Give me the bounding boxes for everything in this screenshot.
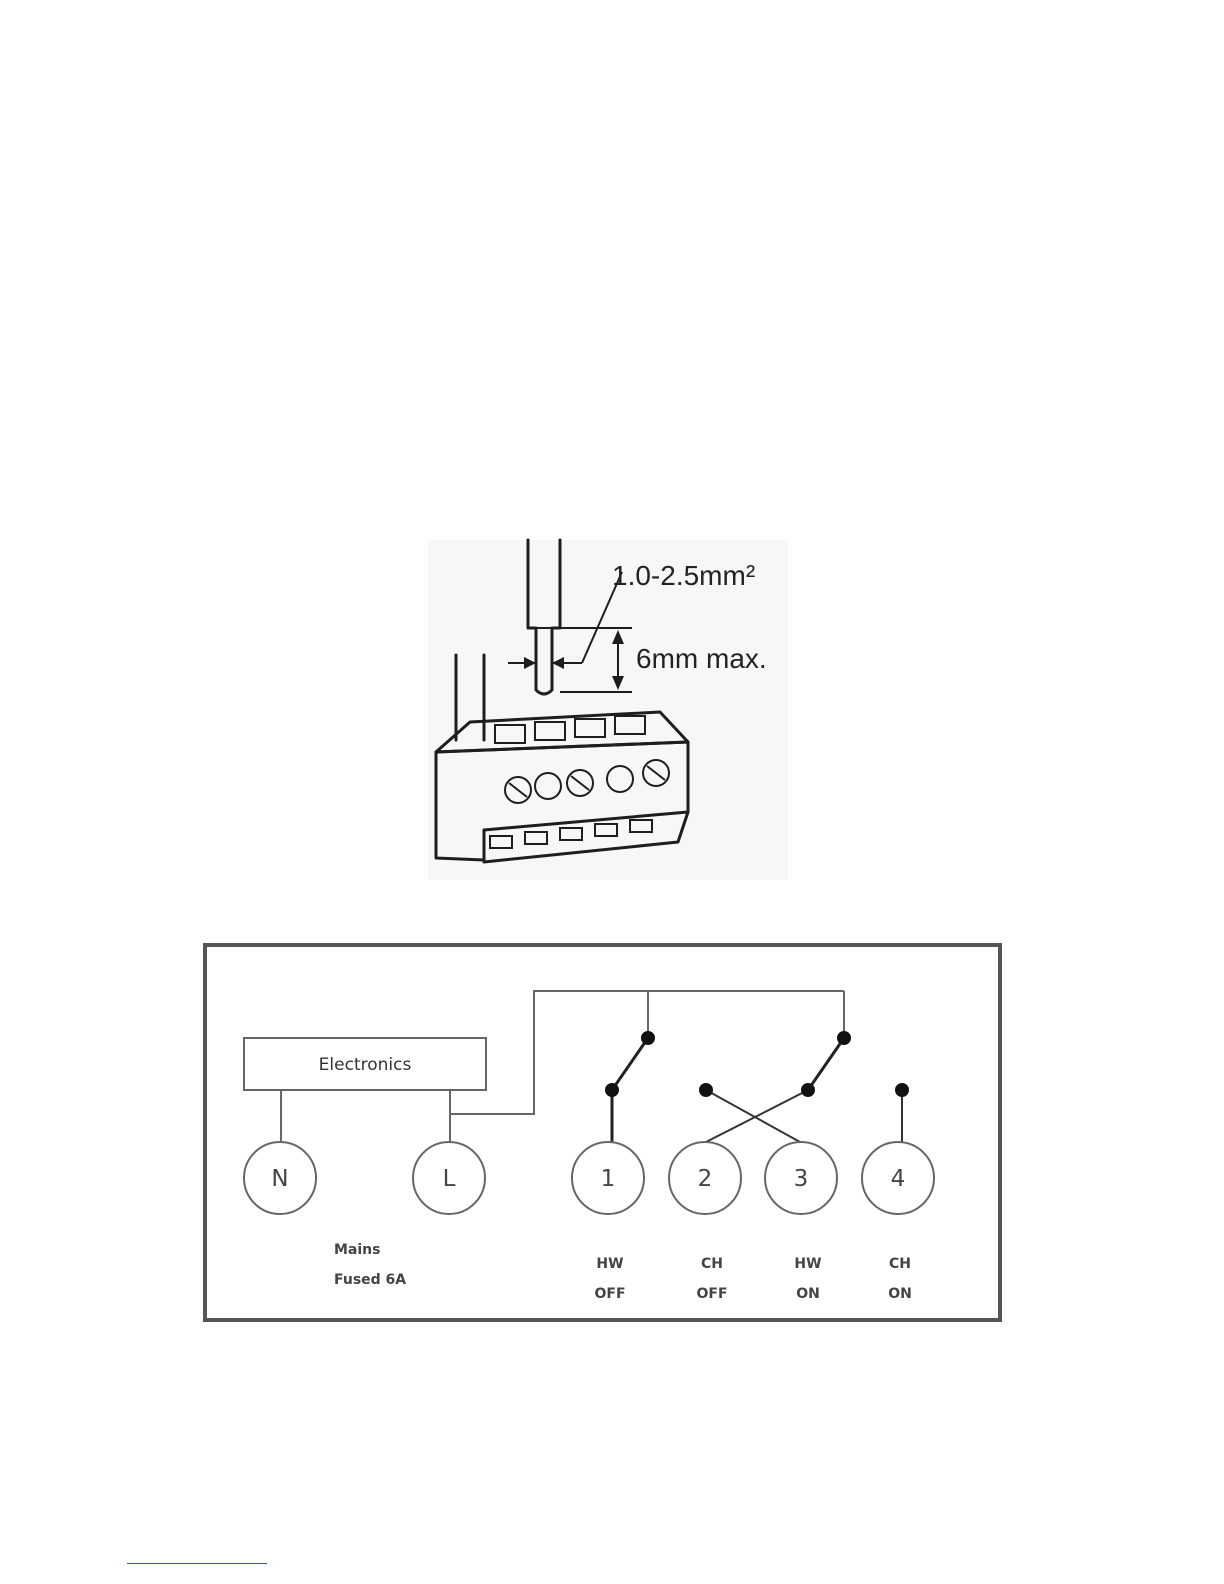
schematic-frame: [205, 945, 1000, 1320]
fused-label: Fused 6A: [334, 1272, 406, 1288]
electronics-box: [244, 1038, 486, 1090]
terminal-3: 3: [765, 1142, 837, 1214]
svg-text:3: 3: [794, 1166, 809, 1192]
electronics-label: Electronics: [319, 1055, 412, 1075]
terminal-N: N: [244, 1142, 316, 1214]
footnote-rule: [127, 1563, 267, 1564]
mains-wiring: [281, 991, 844, 1142]
illustration-background: [428, 540, 788, 880]
terminal-4: 4: [862, 1142, 934, 1214]
ch-switch: [808, 1038, 844, 1090]
terminal-1-state: OFF: [594, 1286, 625, 1302]
terminal-2: 2: [669, 1142, 741, 1214]
svg-text:L: L: [443, 1166, 456, 1192]
terminal-4-state: ON: [888, 1286, 912, 1302]
terminal-4-function: CH: [889, 1256, 911, 1272]
mains-label: Mains: [334, 1242, 380, 1258]
hw-switch: [612, 1038, 648, 1142]
terminal-2-function: CH: [701, 1256, 723, 1272]
terminal-3-state: ON: [796, 1286, 820, 1302]
strip-length-label: 6mm max.: [636, 643, 767, 674]
crossed-contacts: [706, 1090, 902, 1142]
svg-text:4: 4: [891, 1166, 906, 1192]
terminal-1-function: HW: [596, 1256, 623, 1272]
terminal-2-state: OFF: [696, 1286, 727, 1302]
terminal-3-function: HW: [794, 1256, 821, 1272]
terminal-block-illustration: 1.0-2.5mm² 6mm max.: [0, 0, 1224, 900]
svg-text:1: 1: [601, 1166, 616, 1192]
svg-text:2: 2: [698, 1166, 713, 1192]
contact-points: [605, 1031, 909, 1097]
cross-section-label: 1.0-2.5mm²: [612, 560, 755, 591]
terminal-L: L: [413, 1142, 485, 1214]
svg-text:N: N: [271, 1166, 288, 1192]
terminal-1: 1: [572, 1142, 644, 1214]
